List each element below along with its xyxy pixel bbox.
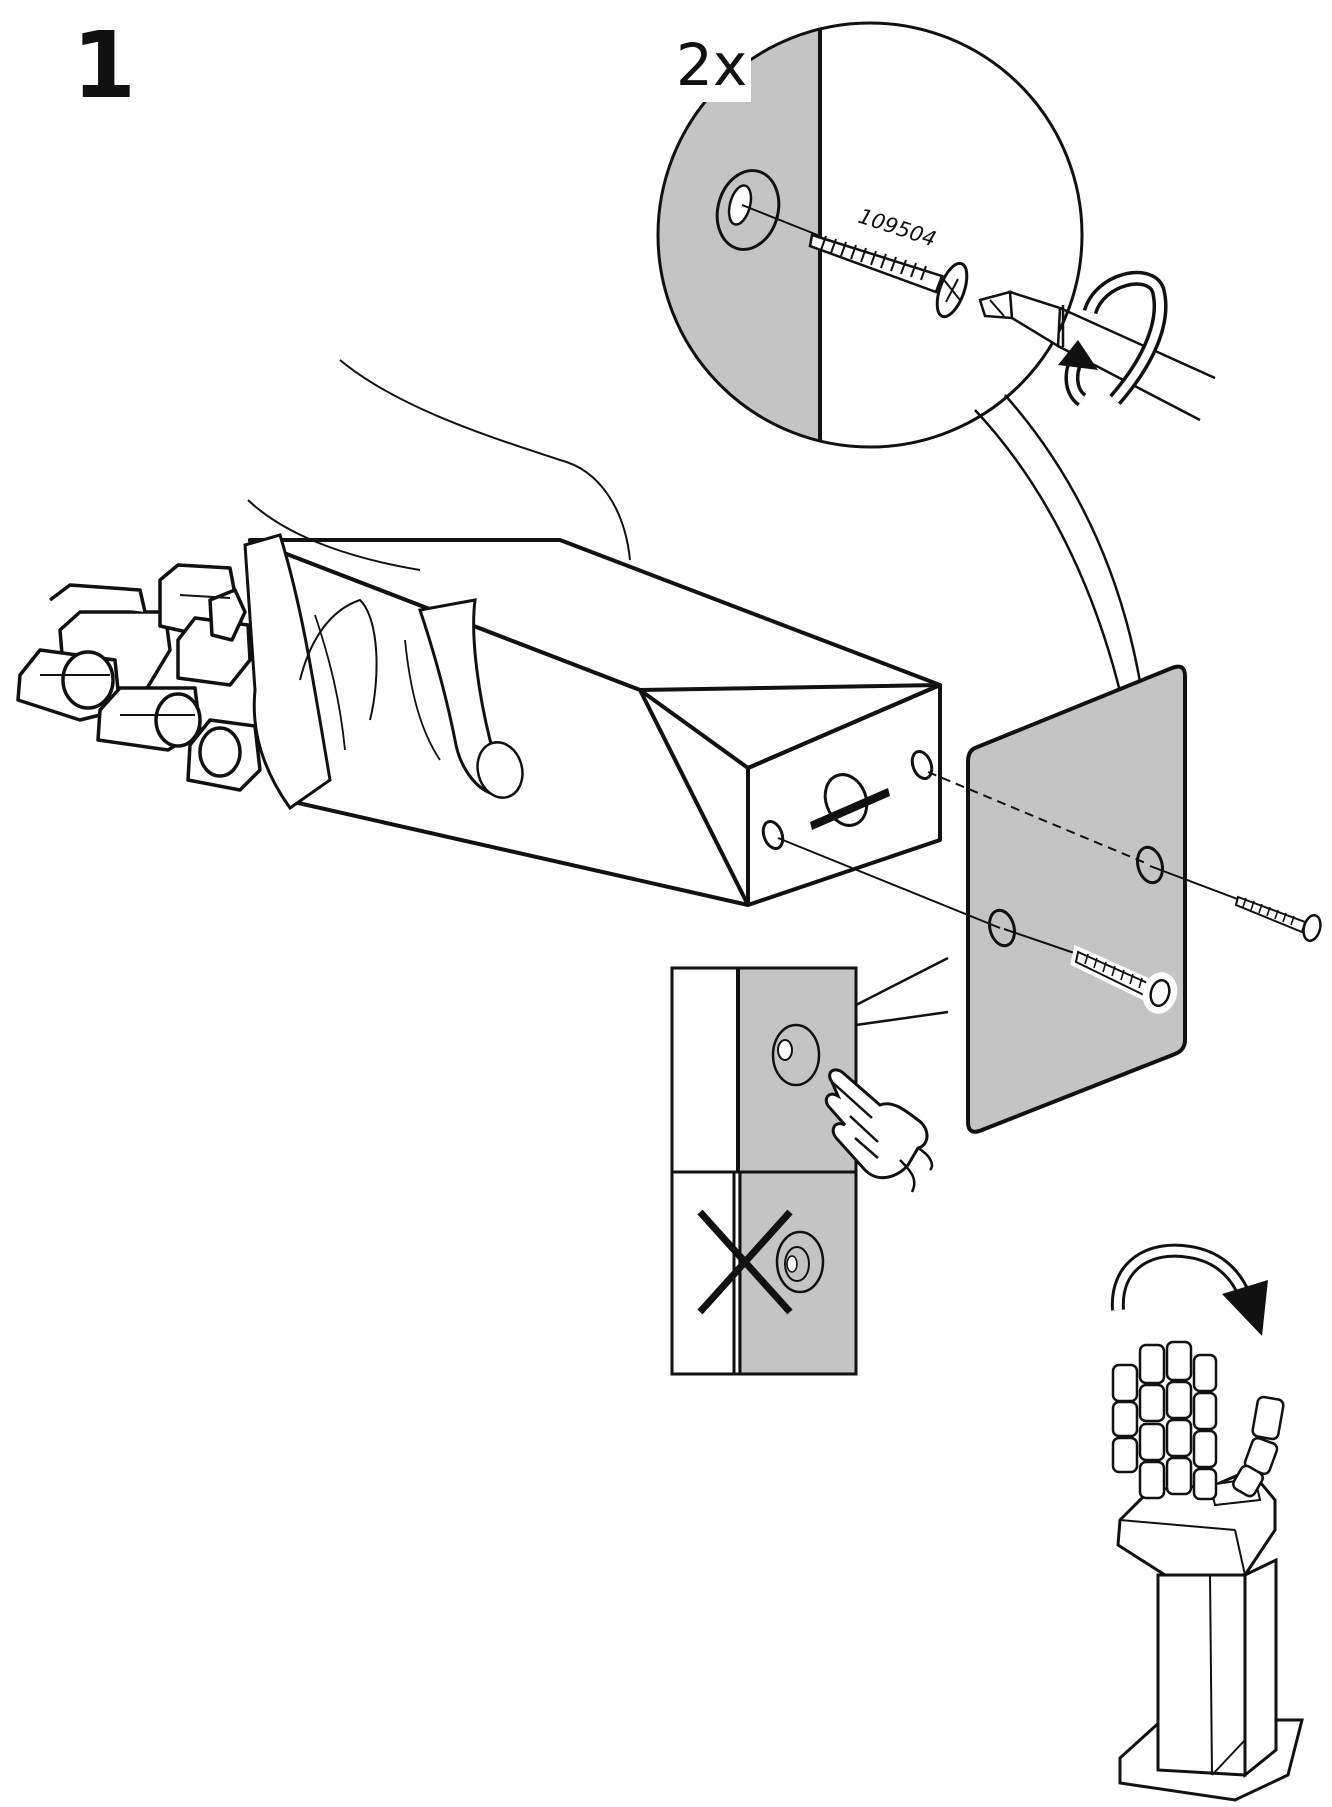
beam-box (248, 538, 942, 907)
screw-icon-2 (1003, 928, 1178, 1014)
inset-check-panels (670, 956, 949, 1376)
screwdriver-icon (978, 290, 1216, 422)
inset-wrong (670, 1170, 858, 1376)
turn-arrow-icon (1110, 1243, 1268, 1336)
finger-touch-icon (824, 1068, 934, 1193)
robot-hand-statue-icon (1110, 1243, 1304, 1802)
screw-icon (1234, 895, 1322, 942)
quantity-label: 2x (674, 36, 752, 102)
cross-icon (697, 1209, 793, 1315)
inset-correct (670, 966, 858, 1174)
robotic-fingers-icon (16, 563, 262, 792)
human-hand-icon (243, 359, 631, 811)
screw-detail-icon (808, 233, 969, 319)
wall-hole (715, 169, 781, 251)
part-number-label: 109504 (855, 204, 939, 252)
step-number: 1 (72, 12, 137, 119)
wall-plate (966, 664, 1187, 1134)
rotate-arrow-icon (1058, 270, 1168, 407)
